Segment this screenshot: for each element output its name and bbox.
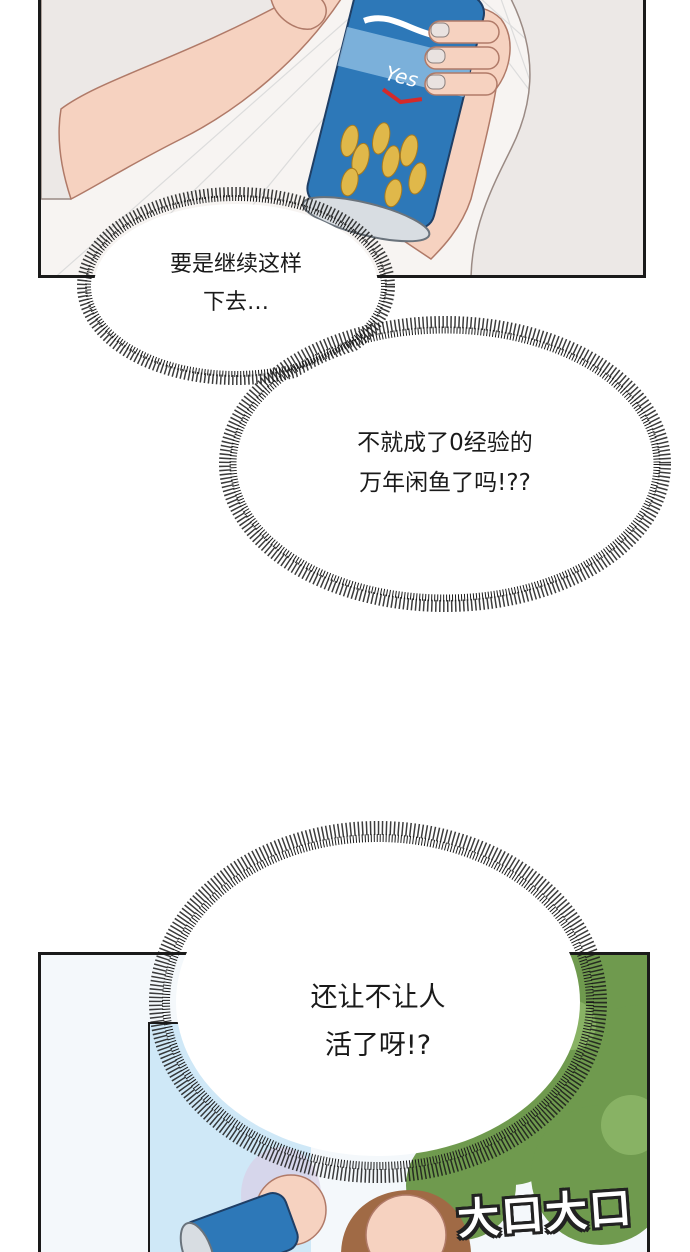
bubble-line: 万年闲鱼了吗!?? [359, 470, 531, 496]
bubble-text: 要是继续这样 下去… [78, 246, 394, 322]
bubble-text: 还让不让人 活了呀!? [152, 974, 604, 1070]
bubble-text: 不就成了0经验的 万年闲鱼了吗!?? [222, 423, 668, 503]
panel-top-illustration: Yes [41, 0, 643, 275]
speech-bubble: 还让不让人 活了呀!? [149, 821, 607, 1183]
spiky-bubble-shape [77, 187, 395, 385]
bubble-line: 下去… [202, 290, 269, 315]
bubble-line: 活了呀!? [324, 1030, 432, 1061]
comic-panel-top: Yes [38, 0, 646, 278]
spiky-bubble-shape [219, 316, 671, 612]
speech-bubble: 要是继续这样 下去… [77, 187, 395, 385]
spiky-bubble-shape [149, 821, 607, 1183]
bubble-line: 要是继续这样 [169, 252, 302, 277]
bubble-line: 不就成了0经验的 [357, 430, 533, 456]
speech-bubble: 不就成了0经验的 万年闲鱼了吗!?? [219, 316, 671, 612]
bubble-line: 还让不让人 [310, 982, 446, 1013]
